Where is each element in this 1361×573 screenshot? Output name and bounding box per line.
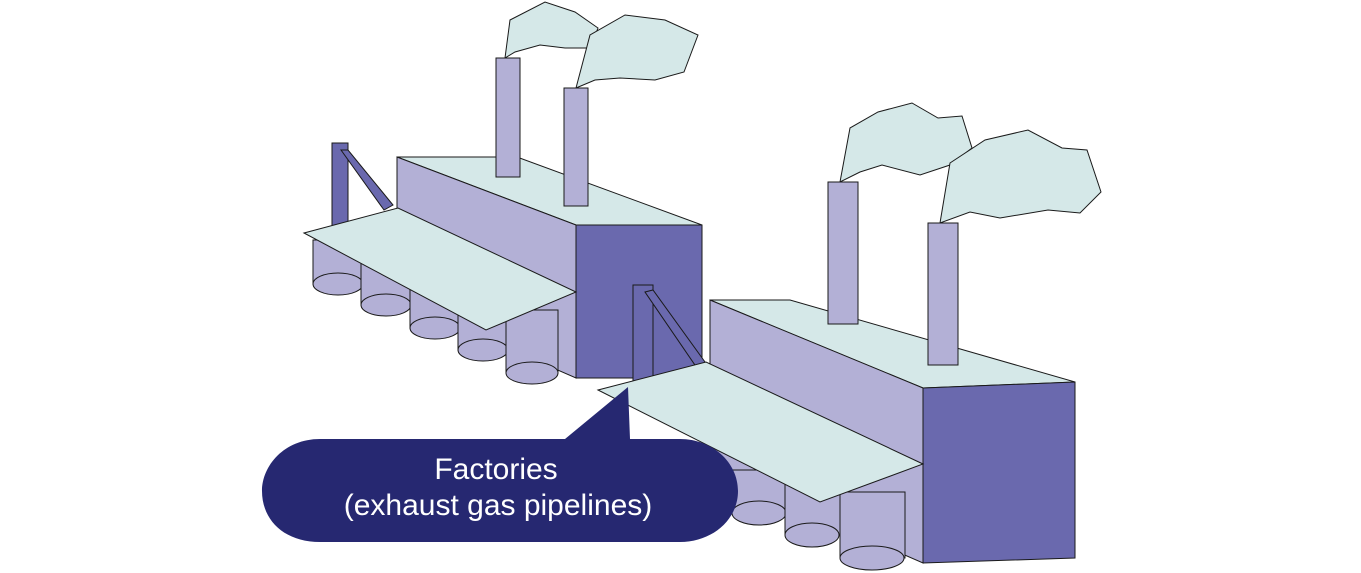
callout-bubble: Factories (exhaust gas pipelines)	[262, 387, 738, 542]
factory-platform	[302, 207, 578, 331]
smokestack-icon	[827, 181, 859, 325]
smokestack-icon	[927, 222, 959, 366]
smokestack-icon	[563, 87, 589, 207]
smokestack-icon	[495, 57, 521, 178]
exhaust-pipe-icon	[331, 142, 394, 231]
smoke-cloud-icon	[839, 102, 973, 183]
factory-right	[596, 102, 1102, 571]
factory-left	[302, 1, 703, 385]
callout-title: Factories	[434, 453, 557, 486]
storage-tank-icon	[505, 309, 559, 385]
factory-platform	[596, 361, 925, 503]
smoke-cloud-icon	[504, 1, 599, 59]
smoke-cloud-icon	[575, 14, 699, 89]
callout-subtitle: (exhaust gas pipelines)	[344, 489, 653, 522]
smoke-cloud-icon	[939, 129, 1102, 224]
storage-tank-icon	[731, 469, 788, 526]
storage-tank-icon	[839, 491, 906, 571]
